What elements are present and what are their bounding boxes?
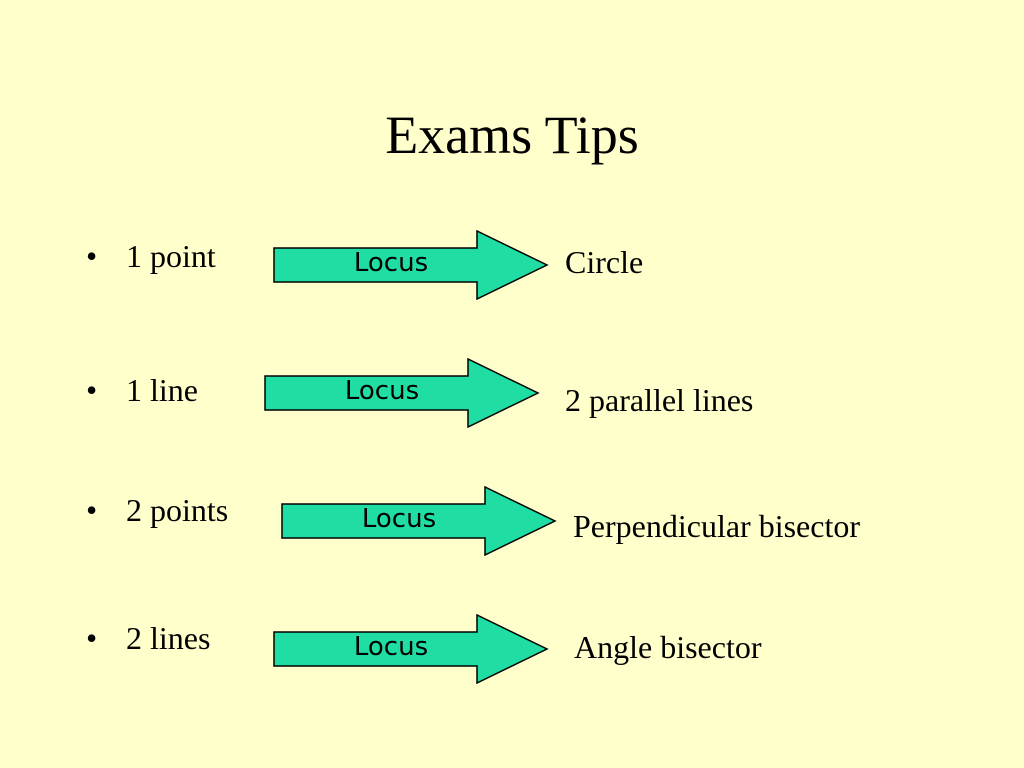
arrow-right-icon <box>273 230 549 300</box>
arrow-right-icon <box>273 614 549 684</box>
arrow-right-icon <box>281 486 557 556</box>
bullet-row-1-line: • 1 line Locus 2 parallel lines <box>0 358 1024 428</box>
bullet-label: 2 lines <box>126 620 211 656</box>
bullet-dot: • <box>86 372 98 408</box>
result-text: 2 parallel lines <box>565 382 754 418</box>
locus-arrow: Locus <box>273 230 549 300</box>
bullet-row-1-point: • 1 point Locus Circle <box>0 230 1024 300</box>
bullet-dot: • <box>86 620 98 656</box>
result-text: Angle bisector <box>574 629 762 665</box>
bullet-label: 1 line <box>126 372 198 408</box>
bullet-dot: • <box>86 492 98 528</box>
locus-arrow: Locus <box>264 358 540 428</box>
result-text: Perpendicular bisector <box>573 508 860 544</box>
slide-title: Exams Tips <box>385 105 639 165</box>
arrow-label: Locus <box>361 504 437 534</box>
result-text: Circle <box>565 244 644 280</box>
arrow-label: Locus <box>353 632 429 662</box>
arrow-label: Locus <box>353 248 429 278</box>
arrow-label: Locus <box>344 376 420 406</box>
locus-arrow: Locus <box>273 614 549 684</box>
bullet-dot: • <box>86 238 98 274</box>
locus-arrow: Locus <box>281 486 557 556</box>
bullet-label: 1 point <box>126 238 216 274</box>
bullet-label: 2 points <box>126 492 229 528</box>
arrow-right-icon <box>264 358 540 428</box>
bullet-row-2-points: • 2 points Locus Perpendicular bisector <box>0 486 1024 556</box>
bullet-row-2-lines: • 2 lines Locus Angle bisector <box>0 614 1024 684</box>
